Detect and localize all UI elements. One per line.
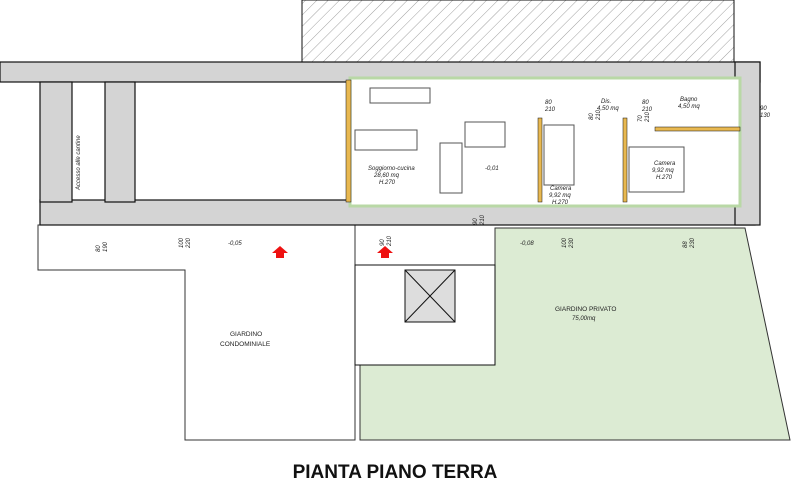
bed [543,124,575,186]
dim: 70 [638,115,644,122]
room-height: H.270 [552,200,569,206]
dim: 210 [387,235,393,247]
kitchen-counter [369,87,431,104]
dim: 220 [186,237,192,249]
room-height: H.270 [379,180,396,186]
partition-wall [622,117,628,203]
room-name: Camera [550,186,572,192]
bed [628,146,685,193]
private-garden-label: GIARDINO PRIVATO [555,306,616,313]
common-garden-label: CONDOMINIALE [220,341,271,348]
private-garden-area-value: 75,00mq [572,316,596,322]
partition-wall [537,117,543,203]
dim: 210 [641,107,653,113]
dim: 90 [380,239,386,246]
dim: 80 [642,100,649,106]
dim: 80 [589,113,595,120]
dim: 130 [760,113,771,119]
room-area: 9,92 mq [652,168,674,174]
armchairs [464,121,506,148]
dim: 190 [103,241,109,252]
dim: 210 [645,111,651,123]
level-living: -0,01 [485,166,499,172]
plan-title: PIANTA PIANO TERRA [293,462,498,483]
stairs-label: Accesso alle cantine [76,135,82,191]
dim: 100 [179,237,185,248]
dim: 100 [562,237,568,248]
dim: 230 [569,237,575,249]
room-name: Dis. [601,99,611,105]
sofa [439,142,463,194]
room-name: Soggiorno-cucina [368,166,415,172]
common-garden-label: GIARDINO [230,331,262,338]
dim: 230 [690,237,696,249]
room-name: Camera [654,161,676,167]
entry-arrow-icon [377,246,393,258]
room-area: 4,50 mq [678,104,700,110]
dining-table [354,129,418,151]
room-area: 28,60 mq [373,173,400,179]
level-street: -0,05 [228,241,242,247]
dim: 210 [596,109,602,121]
room-name: Bagno [680,97,698,103]
entry-arrow-icon [272,246,288,258]
dim: 80 [545,100,552,106]
dim: 210 [544,107,556,113]
level-garden: -0,08 [520,241,534,247]
dim: 210 [480,214,486,226]
room-height: H.270 [656,175,673,181]
partition-wall [654,126,741,132]
adjacent-building [301,0,735,63]
dim: 90 [760,106,767,112]
room-area: 9,92 mq [549,193,571,199]
cellar-wall [104,81,136,203]
dim: 88 [683,241,689,248]
dim: 90 [473,218,479,225]
common-garden-area [37,224,356,441]
dim: 80 [96,245,102,252]
room-area: 4,50 mq [597,106,619,112]
stair-wall [39,81,73,203]
partition-wall [345,79,352,203]
